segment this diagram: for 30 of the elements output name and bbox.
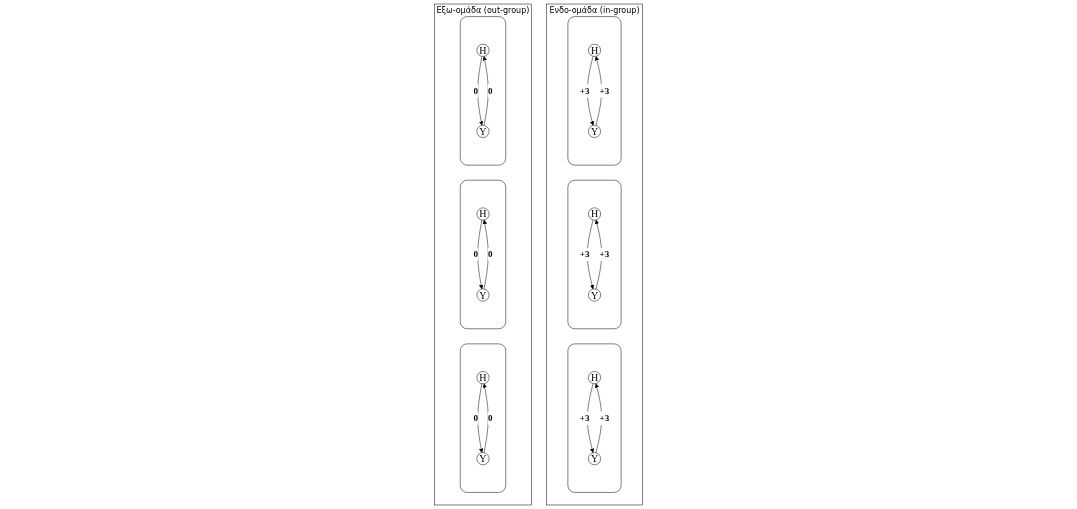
edge-label: +3 bbox=[599, 85, 610, 96]
edge-label: +3 bbox=[599, 249, 610, 260]
node-circle: H bbox=[588, 207, 601, 221]
edge-label: +3 bbox=[599, 412, 610, 423]
cluster bbox=[567, 343, 622, 493]
node-circle: Y bbox=[476, 288, 490, 302]
node-circle: Y bbox=[588, 452, 601, 466]
node-circle: H bbox=[588, 43, 601, 57]
node-circle: H bbox=[476, 207, 490, 221]
cluster bbox=[459, 343, 506, 493]
cluster bbox=[459, 16, 506, 166]
node-circle: Y bbox=[476, 125, 490, 138]
node-circle: Y bbox=[476, 452, 490, 466]
edge-label: 0 bbox=[488, 85, 493, 96]
edge-label: 0 bbox=[488, 249, 493, 260]
cluster bbox=[567, 16, 622, 166]
edge-label: +3 bbox=[579, 412, 590, 423]
edge-label: 0 bbox=[473, 412, 478, 423]
edge-label: 0 bbox=[473, 249, 478, 260]
edge-label: 0 bbox=[473, 85, 478, 96]
node-circle: Y bbox=[588, 125, 601, 138]
node-circle: H bbox=[476, 371, 490, 384]
node-circle: H bbox=[476, 43, 490, 57]
edge-label: 0 bbox=[488, 412, 493, 423]
node-circle: H bbox=[588, 371, 601, 384]
edge-label: +3 bbox=[579, 85, 590, 96]
cluster bbox=[567, 179, 622, 330]
edge-label: +3 bbox=[579, 249, 590, 260]
cluster bbox=[459, 179, 506, 330]
node-circle: Y bbox=[588, 288, 601, 302]
